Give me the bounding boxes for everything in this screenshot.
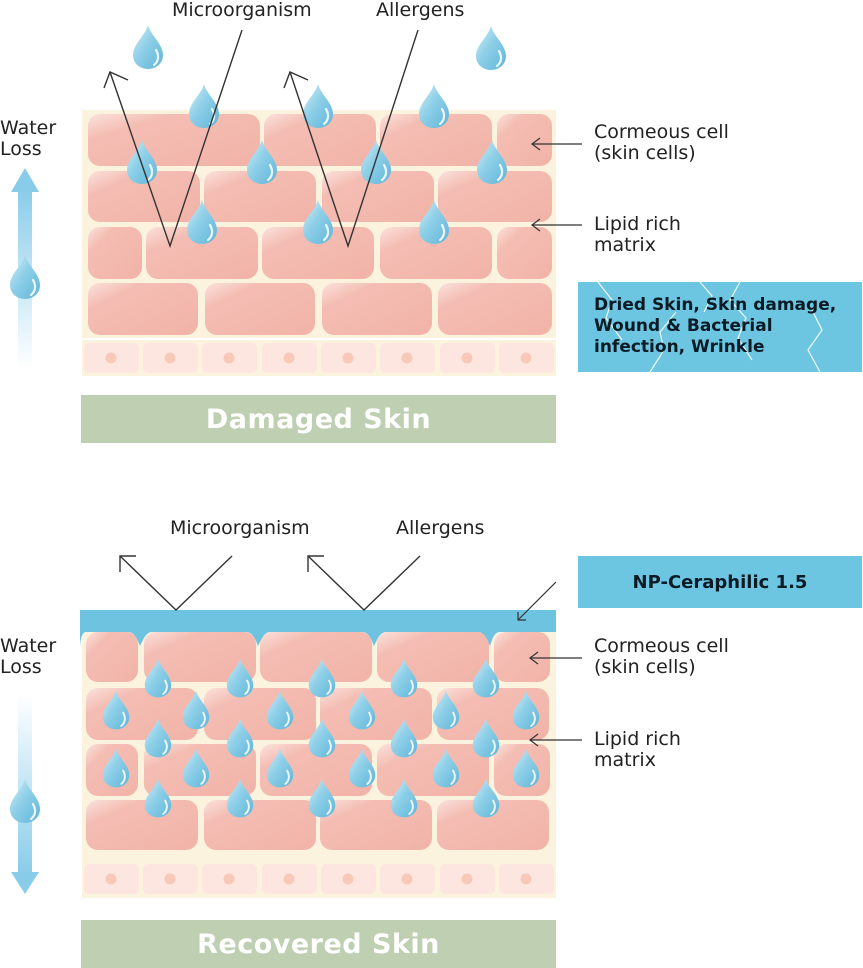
base-cell-nucleus [283, 873, 295, 885]
damage-info-box [578, 281, 862, 373]
info-line1: Dried Skin, Skin damage, [594, 295, 837, 315]
lipid-line2: matrix [594, 749, 656, 771]
cormeous-cell [380, 114, 492, 166]
water-loss-down-arrow [8, 695, 42, 894]
water-loss-line1: Water [0, 117, 57, 139]
label-microorganism-top: Microorganism [172, 0, 312, 21]
cormeous-line1: Cormeous cell [594, 121, 729, 143]
info-line3: infection, Wrinkle [594, 337, 765, 357]
water-droplet-icon [187, 83, 221, 129]
water-loss-line1: Water [0, 635, 57, 657]
cormeous-cell [377, 632, 489, 682]
water-droplet-icon [8, 778, 42, 824]
base-cell-nucleus [520, 873, 532, 885]
leader-lines-bottom [517, 581, 582, 747]
label-allergens-top: Allergens [376, 0, 465, 21]
recovered-skin-banner: Recovered Skin [197, 928, 440, 960]
base-cell-nucleus [401, 873, 413, 885]
recovered-skin-panel [8, 555, 862, 968]
base-cell-nucleus [401, 352, 413, 364]
cormeous-cell [204, 171, 316, 222]
base-cell-nucleus [342, 873, 354, 885]
cormeous-cell [205, 283, 315, 335]
cormeous-cell [494, 632, 550, 682]
base-cell-nucleus [105, 352, 117, 364]
ceraphilic-barrier-layer [80, 610, 556, 650]
cormeous-cell [497, 227, 552, 279]
water-droplet-icon [474, 25, 508, 71]
cormeous-cell [204, 688, 316, 740]
base-cell-nucleus [223, 873, 235, 885]
cormeous-cell [260, 632, 372, 682]
cormeous-cell [88, 171, 200, 222]
base-cell-nucleus [520, 352, 532, 364]
cormeous-cell [88, 283, 198, 335]
label-allergens-bottom: Allergens [396, 517, 485, 539]
water-droplet-icon [301, 83, 335, 129]
label-lipid-bottom: Lipid rich matrix [594, 729, 681, 771]
lipid-line2: matrix [594, 234, 656, 256]
base-cell-nucleus [461, 873, 473, 885]
np-ceraphilic-label: NP-Ceraphilic 1.5 [632, 571, 808, 593]
cormeous-cell [497, 114, 552, 166]
deflection-arrow-icon [283, 29, 419, 249]
cormeous-cell [86, 632, 138, 682]
cormeous-cell [86, 800, 198, 850]
cormeous-cell [438, 171, 552, 222]
label-water-loss-top: Water Loss [0, 118, 56, 160]
damage-info-text: Dried Skin, Skin damage, Wound & Bacteri… [594, 295, 836, 358]
cormeous-cell [320, 688, 432, 740]
base-cell-nucleus [342, 352, 354, 364]
cormeous-cell [88, 114, 260, 166]
cormeous-line2: (skin cells) [594, 656, 696, 678]
base-cell-nucleus [461, 352, 473, 364]
np-ceraphilic-box [578, 556, 862, 608]
water-loss-line2: Loss [0, 656, 42, 678]
label-water-loss-bottom: Water Loss [0, 636, 56, 678]
cormeous-cells-top [88, 114, 552, 335]
water-droplet-icon [131, 24, 165, 70]
base-cells-top [84, 343, 554, 373]
damaged-skin-panel [8, 24, 862, 443]
cormeous-cell [380, 227, 492, 279]
leader-lines-top [531, 137, 582, 232]
lipid-line1: Lipid rich [594, 728, 681, 750]
base-cell-nucleus [283, 352, 295, 364]
label-cormeous-top: Cormeous cell (skin cells) [594, 122, 729, 164]
water-loss-up-arrow [8, 168, 42, 368]
damaged-skin-banner-bg [81, 395, 556, 443]
damaged-skin-banner: Damaged Skin [205, 403, 432, 435]
label-lipid-top: Lipid rich matrix [594, 214, 681, 256]
cormeous-cell [437, 800, 549, 850]
deflection-arrow-icon [307, 555, 421, 611]
cormeous-cell [264, 114, 376, 166]
recovered-skin-banner-bg [81, 920, 556, 968]
water-droplet-icon [417, 83, 451, 129]
deflection-arrow-icon [103, 29, 243, 249]
cormeous-cell [322, 171, 434, 222]
deflection-arrow-icon [119, 555, 233, 611]
cormeous-cell [438, 283, 552, 335]
cormeous-cell [88, 227, 142, 279]
base-cell-nucleus [223, 352, 235, 364]
label-cormeous-bottom: Cormeous cell (skin cells) [594, 636, 729, 678]
label-microorganism-bottom: Microorganism [170, 517, 310, 539]
info-line2: Wound & Bacterial [594, 316, 773, 336]
base-cell-nucleus [164, 352, 176, 364]
cormeous-cell [204, 800, 316, 850]
base-cell-nucleus [164, 873, 176, 885]
water-droplet-icon [8, 254, 42, 300]
water-loss-line2: Loss [0, 138, 42, 160]
cormeous-line2: (skin cells) [594, 142, 696, 164]
cormeous-cell [144, 632, 256, 682]
cormeous-cell [86, 688, 198, 740]
cormeous-line1: Cormeous cell [594, 635, 729, 657]
cormeous-cell [146, 227, 258, 279]
base-cells-bottom [84, 864, 554, 894]
cormeous-cell [322, 283, 432, 335]
lipid-line1: Lipid rich [594, 213, 681, 235]
base-cell-nucleus [105, 873, 117, 885]
